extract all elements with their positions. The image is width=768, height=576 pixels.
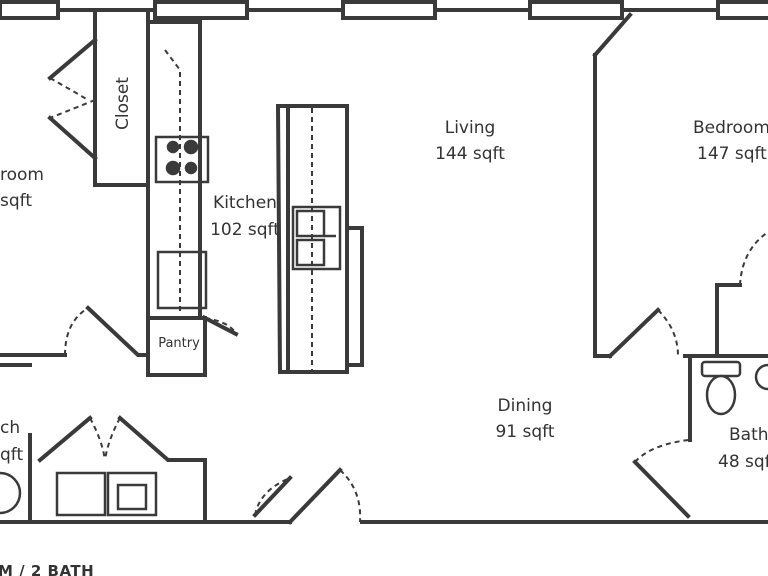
sink-icon-partial: [754, 363, 768, 391]
dishwasher-icon: [156, 250, 208, 310]
room-area-bedroom-right: 147 sqft: [697, 144, 767, 164]
room-area-bath-right: 48 sqft: [718, 452, 768, 472]
room-name-bedroom-right: Bedroom: [693, 118, 768, 138]
dryer-icon: [106, 471, 158, 517]
toilet-icon: [700, 360, 742, 416]
room-name-pantry: Pantry: [158, 336, 200, 351]
sink-icon: [291, 205, 342, 271]
door-swings: [49, 49, 768, 523]
room-name-bath-right: Bath: [729, 425, 768, 445]
walls: [0, 0, 768, 525]
room-name-living: Living: [445, 118, 496, 138]
room-area-bath-left: qft: [0, 445, 23, 465]
room-name-kitchen: Kitchen: [213, 193, 277, 213]
stove-icon: [154, 135, 210, 184]
room-area-kitchen: 102 sqft: [210, 220, 280, 240]
room-name-bath-left: ch: [0, 418, 20, 438]
washer-icon: [55, 471, 107, 517]
room-name-dining: Dining: [498, 396, 553, 416]
room-area-living: 144 sqft: [435, 144, 505, 164]
room-area-bedroom-left: sqft: [0, 191, 32, 211]
room-name-closet: Closet: [113, 77, 133, 130]
room-name-bedroom-left: room: [0, 165, 44, 185]
washer-icon-partial: [0, 471, 22, 515]
room-area-dining: 91 sqft: [495, 422, 554, 442]
plan-caption: M / 2 BATH: [0, 562, 94, 576]
